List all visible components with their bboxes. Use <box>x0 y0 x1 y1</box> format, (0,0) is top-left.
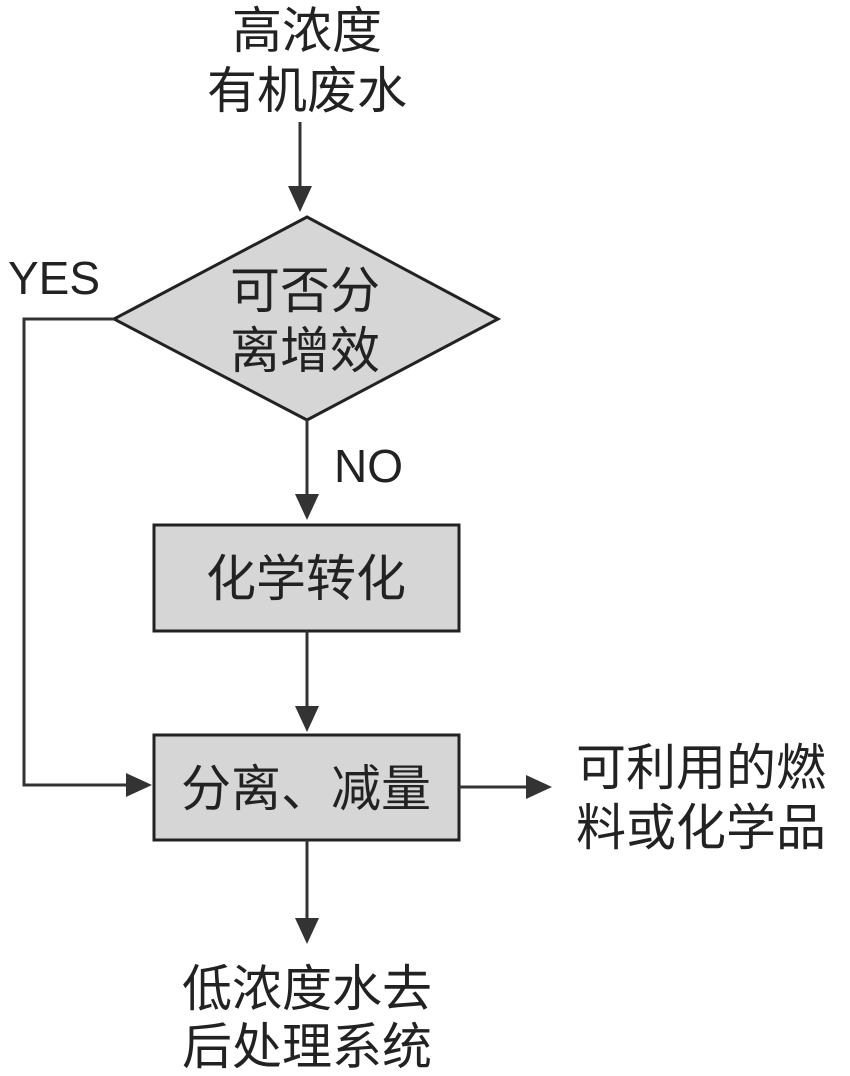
output-label-line2: 后处理系统 <box>182 1018 432 1076</box>
input-label-line2: 有机废水 <box>207 62 407 120</box>
input-label-line1: 高浓度 <box>232 2 382 60</box>
output-label-line1: 低浓度水去 <box>182 960 432 1018</box>
product-label-line2: 料或化学品 <box>576 799 826 857</box>
arrowhead-right-icon <box>526 775 552 799</box>
decision-label-line2: 离增效 <box>230 322 380 380</box>
arrowhead-down-icon <box>295 494 319 520</box>
chemical-conversion-box <box>152 523 461 633</box>
arrowhead-down-icon <box>288 186 312 212</box>
chemical-conversion-label: 化学转化 <box>206 550 406 608</box>
arrow-yes-bypass <box>22 317 134 787</box>
decision-label-line1: 可否分 <box>230 262 380 320</box>
arrowhead-right-icon <box>126 773 152 797</box>
separation-label: 分离、减量 <box>181 760 431 818</box>
product-label-line1: 可利用的燃 <box>576 739 826 797</box>
arrowhead-down-icon <box>295 706 319 732</box>
yes-label: YES <box>8 252 100 304</box>
no-label: NO <box>334 440 403 492</box>
arrowhead-down-icon <box>295 918 319 944</box>
